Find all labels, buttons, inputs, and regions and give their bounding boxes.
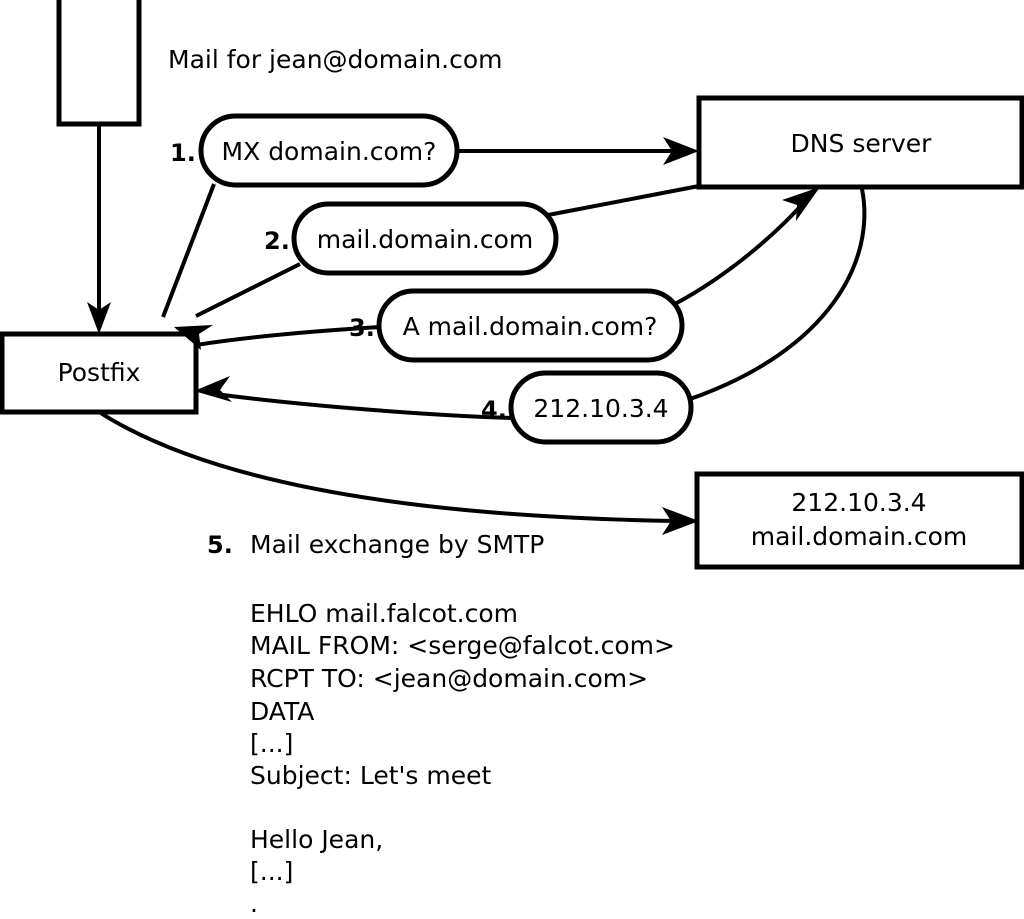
step-4-bubble [508, 370, 694, 445]
smtp-line-2: RCPT TO: <jean@domain.com> [250, 664, 648, 693]
edge-step3-to-dns [672, 198, 808, 307]
smtp-line-7: Hello Jean, [250, 825, 383, 854]
step-3-bubble-label: A mail.domain.com? [403, 312, 658, 341]
smtp-line-1: MAIL FROM: <serge@falcot.com> [250, 631, 675, 660]
step-3-bubble [376, 288, 685, 363]
edge-step1-leader [161, 183, 216, 318]
mail-server-ip: 212.10.3.4 [791, 488, 926, 517]
mail-server-hostname: mail.domain.com [751, 522, 967, 551]
sender-box [56, 0, 142, 127]
edge-dns-to-step2 [547, 184, 700, 217]
step-2-number: 2. [264, 227, 290, 255]
edge-step4-to-postfix [214, 392, 513, 420]
arrowhead-step3-to-dns [782, 187, 820, 221]
edge-postfix-to-mailserver [97, 410, 677, 523]
step-2-bubble-label: mail.domain.com [317, 225, 533, 254]
arrowhead-postfix-to-mailserver [662, 507, 699, 535]
step-3-number: 3. [349, 314, 375, 342]
step-5-number: 5. [207, 531, 233, 559]
postfix-label: Postfix [58, 358, 141, 387]
arrowhead-step1-to-dns [663, 137, 699, 165]
step-1-bubble [198, 113, 460, 188]
smtp-line-0: EHLO mail.falcot.com [250, 599, 518, 628]
edge-step2-to-postfix [195, 262, 301, 318]
smtp-line-3: DATA [250, 697, 314, 726]
edge-postfix-to-step3 [195, 325, 381, 347]
dns-server-label: DNS server [791, 129, 933, 158]
step-2-bubble [291, 201, 559, 276]
dns-server-box [696, 95, 1024, 190]
smtp-line-8: [...] [250, 857, 293, 886]
step-4-bubble-label: 212.10.3.4 [533, 394, 668, 423]
arrowhead-step2-to-postfix [174, 325, 213, 350]
mail-for-caption: Mail for jean@domain.com [168, 45, 503, 74]
smtp-transcript: EHLO mail.falcot.com MAIL FROM: <serge@f… [250, 599, 675, 918]
arrowhead-sender-to-postfix [87, 302, 111, 334]
step-1-bubble-label: MX domain.com? [222, 137, 437, 166]
arrowhead-step4-to-postfix [194, 376, 232, 402]
postfix-box [0, 331, 199, 415]
smtp-line-5: Subject: Let's meet [250, 761, 491, 790]
smtp-line-9: . [250, 889, 258, 918]
smtp-line-4: [...] [250, 729, 293, 758]
step-1-number: 1. [170, 139, 196, 167]
step-4-number: 4. [481, 396, 507, 424]
step-5-label: Mail exchange by SMTP [250, 530, 544, 559]
edge-dns-to-step4 [689, 188, 867, 401]
